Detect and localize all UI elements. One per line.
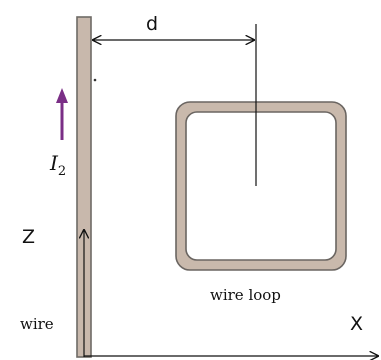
- current-arrow-head: [56, 88, 68, 103]
- wire-dot: [93, 78, 97, 82]
- distance-label: d: [146, 13, 158, 35]
- current-label: I2: [49, 151, 66, 179]
- wire-loop: [175, 101, 347, 271]
- x-axis-label: X: [350, 313, 363, 335]
- z-axis-label: Z: [22, 226, 35, 248]
- wire-label: wire: [20, 315, 54, 333]
- current-subscript: 2: [58, 164, 66, 179]
- loop-label: wire loop: [210, 286, 281, 304]
